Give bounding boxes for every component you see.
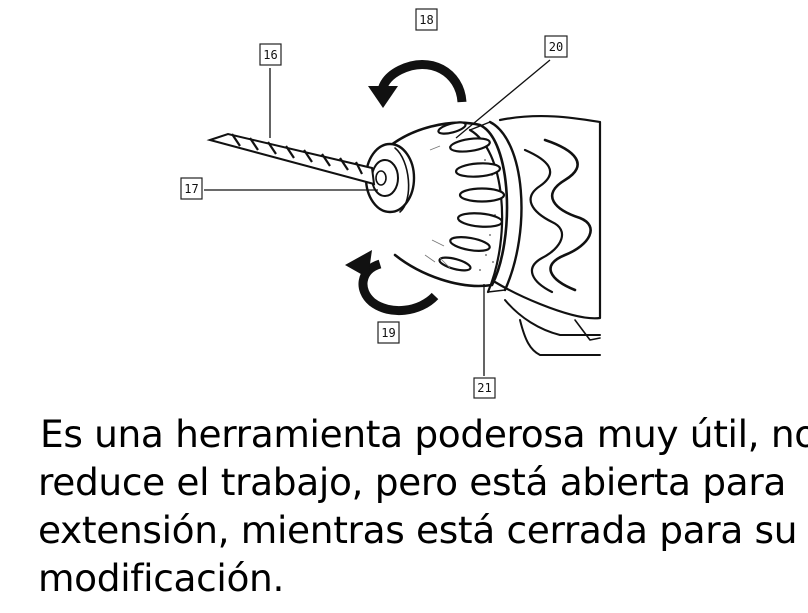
sleeve-grooves bbox=[437, 121, 506, 272]
svg-text:16: 16 bbox=[263, 48, 277, 62]
callout-20: 20 bbox=[544, 35, 568, 58]
svg-text:21: 21 bbox=[477, 381, 491, 395]
callout-19: 19 bbox=[377, 321, 400, 344]
svg-text:20: 20 bbox=[549, 40, 563, 54]
chuck-sleeve bbox=[383, 121, 509, 288]
svg-text:17: 17 bbox=[184, 182, 198, 196]
callout-18: 18 bbox=[415, 8, 438, 31]
caption-text: Es una herramienta poderosa muy útil, no… bbox=[38, 410, 808, 602]
caption-line-3: extensión, mientras está cerrada para su bbox=[38, 508, 798, 552]
caption-line-1: Es una herramienta poderosa muy útil, no… bbox=[40, 412, 808, 456]
drill-bit bbox=[206, 132, 376, 186]
callout-17: 17 bbox=[180, 177, 203, 200]
drill-body bbox=[493, 114, 602, 356]
rotation-arrow-loosen bbox=[345, 250, 439, 316]
leader-20 bbox=[455, 59, 551, 139]
caption-line-2: reduce el trabajo, pero está abierta par… bbox=[38, 460, 787, 504]
drill-chuck-illustration: 16 17 18 19 20 21 bbox=[180, 8, 602, 399]
caption-line-4: modificación. bbox=[38, 556, 285, 600]
svg-text:19: 19 bbox=[381, 326, 395, 340]
callout-21: 21 bbox=[473, 377, 496, 399]
svg-text:18: 18 bbox=[419, 13, 433, 27]
callout-16: 16 bbox=[259, 43, 282, 66]
drill-bit-flutes bbox=[231, 133, 363, 175]
sleeve-shading bbox=[424, 145, 451, 269]
rotation-arrow-tighten bbox=[368, 60, 467, 108]
